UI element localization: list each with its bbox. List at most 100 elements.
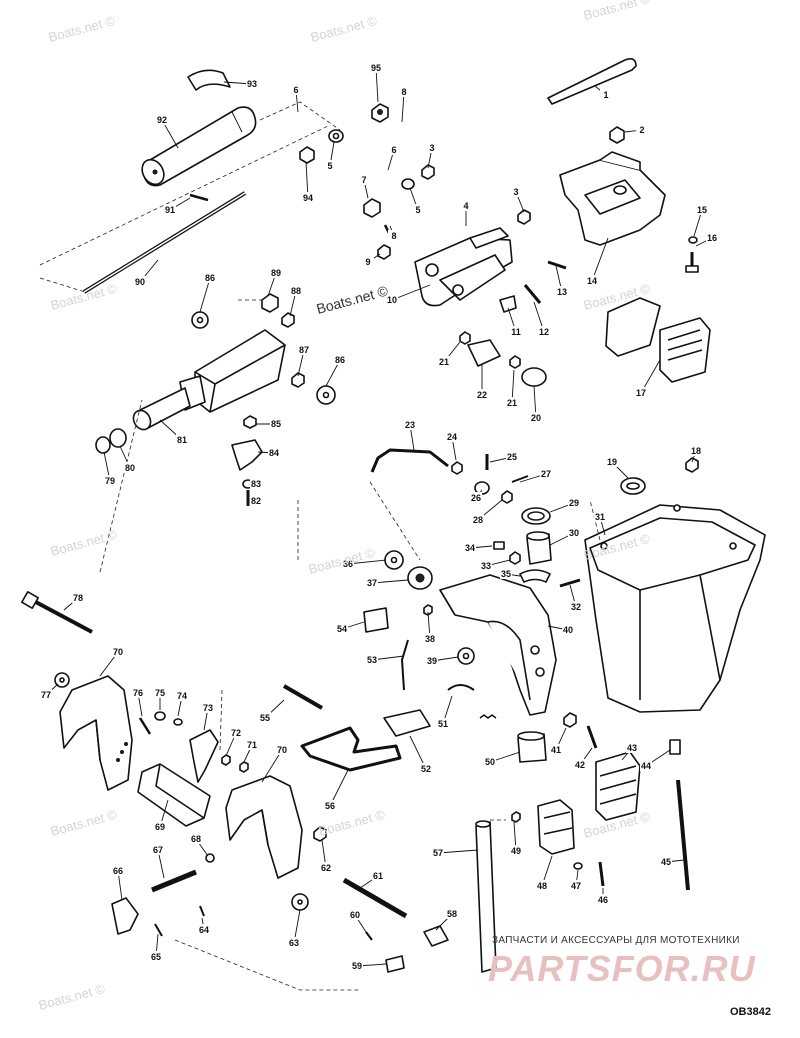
part-number-label: 56: [325, 801, 335, 811]
pulley-37: [407, 566, 433, 590]
nut-18: [685, 457, 699, 473]
label-bg: [606, 456, 618, 467]
washer-5b: [401, 178, 415, 190]
part-number-label: 86: [335, 355, 345, 365]
label-bg: [230, 727, 242, 738]
part-number-label: 45: [661, 857, 671, 867]
ring-29: [521, 507, 551, 525]
part-number-label: 5: [415, 205, 420, 215]
part-number-label: 81: [177, 435, 187, 445]
label-bg: [480, 560, 492, 571]
label-bg: [270, 418, 282, 429]
washer-86b: [316, 385, 336, 405]
label-bg: [556, 286, 568, 297]
part-number-label: 32: [571, 602, 581, 612]
part-number-label: 17: [636, 388, 646, 398]
lever-73: [189, 729, 219, 783]
part-number-label: 36: [343, 559, 353, 569]
part-number-label: 35: [501, 569, 511, 579]
part-number-label: 51: [438, 719, 448, 729]
label-bg: [536, 880, 548, 891]
label-bg: [437, 718, 449, 729]
label-bg: [690, 445, 702, 456]
center-watermark: Boats.net ©: [315, 282, 391, 317]
link-56: [300, 726, 402, 772]
watermark: Boats.net ©: [49, 807, 119, 839]
tube-57: [475, 820, 497, 973]
washer-15: [688, 236, 698, 244]
leader-line: [261, 749, 283, 783]
nut-33: [509, 551, 521, 565]
bolt-78: [21, 591, 93, 634]
bushing-30: [526, 531, 552, 565]
cap-44: [669, 739, 681, 755]
part-number-label: 66: [113, 866, 123, 876]
screw-16: [685, 252, 699, 273]
label-bg: [510, 326, 522, 337]
nut-21a: [459, 331, 471, 345]
part-number-label: 89: [271, 268, 281, 278]
ring-79: [95, 436, 111, 454]
watermark: Boats.net ©: [307, 545, 377, 577]
label-bg: [594, 511, 606, 522]
part-number-label: 3: [513, 187, 518, 197]
clamp-70a: [59, 675, 133, 791]
part-number-label: 10: [387, 295, 397, 305]
part-number-label: 75: [155, 688, 165, 698]
label-bg: [570, 880, 582, 891]
part-number-label: 18: [691, 446, 701, 456]
leader-line: [347, 559, 387, 565]
pin-12: [523, 284, 542, 304]
part-number-label: 68: [191, 834, 201, 844]
bracket-10: [414, 227, 513, 307]
label-bg: [154, 821, 166, 832]
watermark: Boats.net ©: [49, 281, 119, 313]
label-bg: [250, 478, 262, 489]
part-number-label: 40: [563, 625, 573, 635]
label-bg: [351, 960, 363, 971]
part-number-label: 8: [401, 87, 406, 97]
label-bg: [635, 387, 647, 398]
label-bg: [426, 142, 438, 153]
label-bg: [358, 174, 370, 185]
drawing-id: OB3842: [730, 1006, 771, 1018]
label-bg: [470, 492, 482, 503]
rod-90: [82, 191, 247, 294]
nut-24: [451, 461, 463, 475]
part-number-label: 59: [352, 961, 362, 971]
nut-3a: [421, 164, 435, 180]
label-bg: [270, 267, 282, 278]
part-number-label: 57: [433, 848, 443, 858]
tube-32: [141, 106, 257, 187]
part-number-label: 71: [247, 740, 257, 750]
part-number-label: 6: [293, 85, 298, 95]
plate-54: [363, 607, 389, 633]
label-bg: [696, 204, 708, 215]
clip-34: [493, 541, 505, 550]
pin-64: [199, 905, 205, 917]
watermark: Boats.net ©: [309, 13, 379, 45]
label-bg: [366, 654, 378, 665]
housing-14: [559, 151, 666, 246]
part-number-label: 90: [135, 277, 145, 287]
part-number-label: 31: [595, 512, 605, 522]
label-bg: [438, 356, 450, 367]
label-bg: [660, 856, 672, 867]
part-number-label: 64: [199, 925, 209, 935]
label-bg: [324, 160, 336, 171]
part-number-label: 9: [365, 257, 370, 267]
nut-2: [609, 126, 625, 144]
part-number-label: 77: [41, 690, 51, 700]
part-number-label: 6: [391, 145, 396, 155]
part-number-label: 58: [447, 909, 457, 919]
part-number-label: 21: [439, 357, 449, 367]
clip-27: [511, 475, 529, 483]
label-bg: [506, 397, 518, 408]
nut-75: [154, 711, 166, 721]
plate-52: [383, 709, 431, 737]
part-number-label: 28: [473, 515, 483, 525]
part-number-label: 3: [429, 143, 434, 153]
screw-42: [586, 725, 598, 749]
part-number-label: 93: [247, 79, 257, 89]
part-number-label: 80: [125, 463, 135, 473]
